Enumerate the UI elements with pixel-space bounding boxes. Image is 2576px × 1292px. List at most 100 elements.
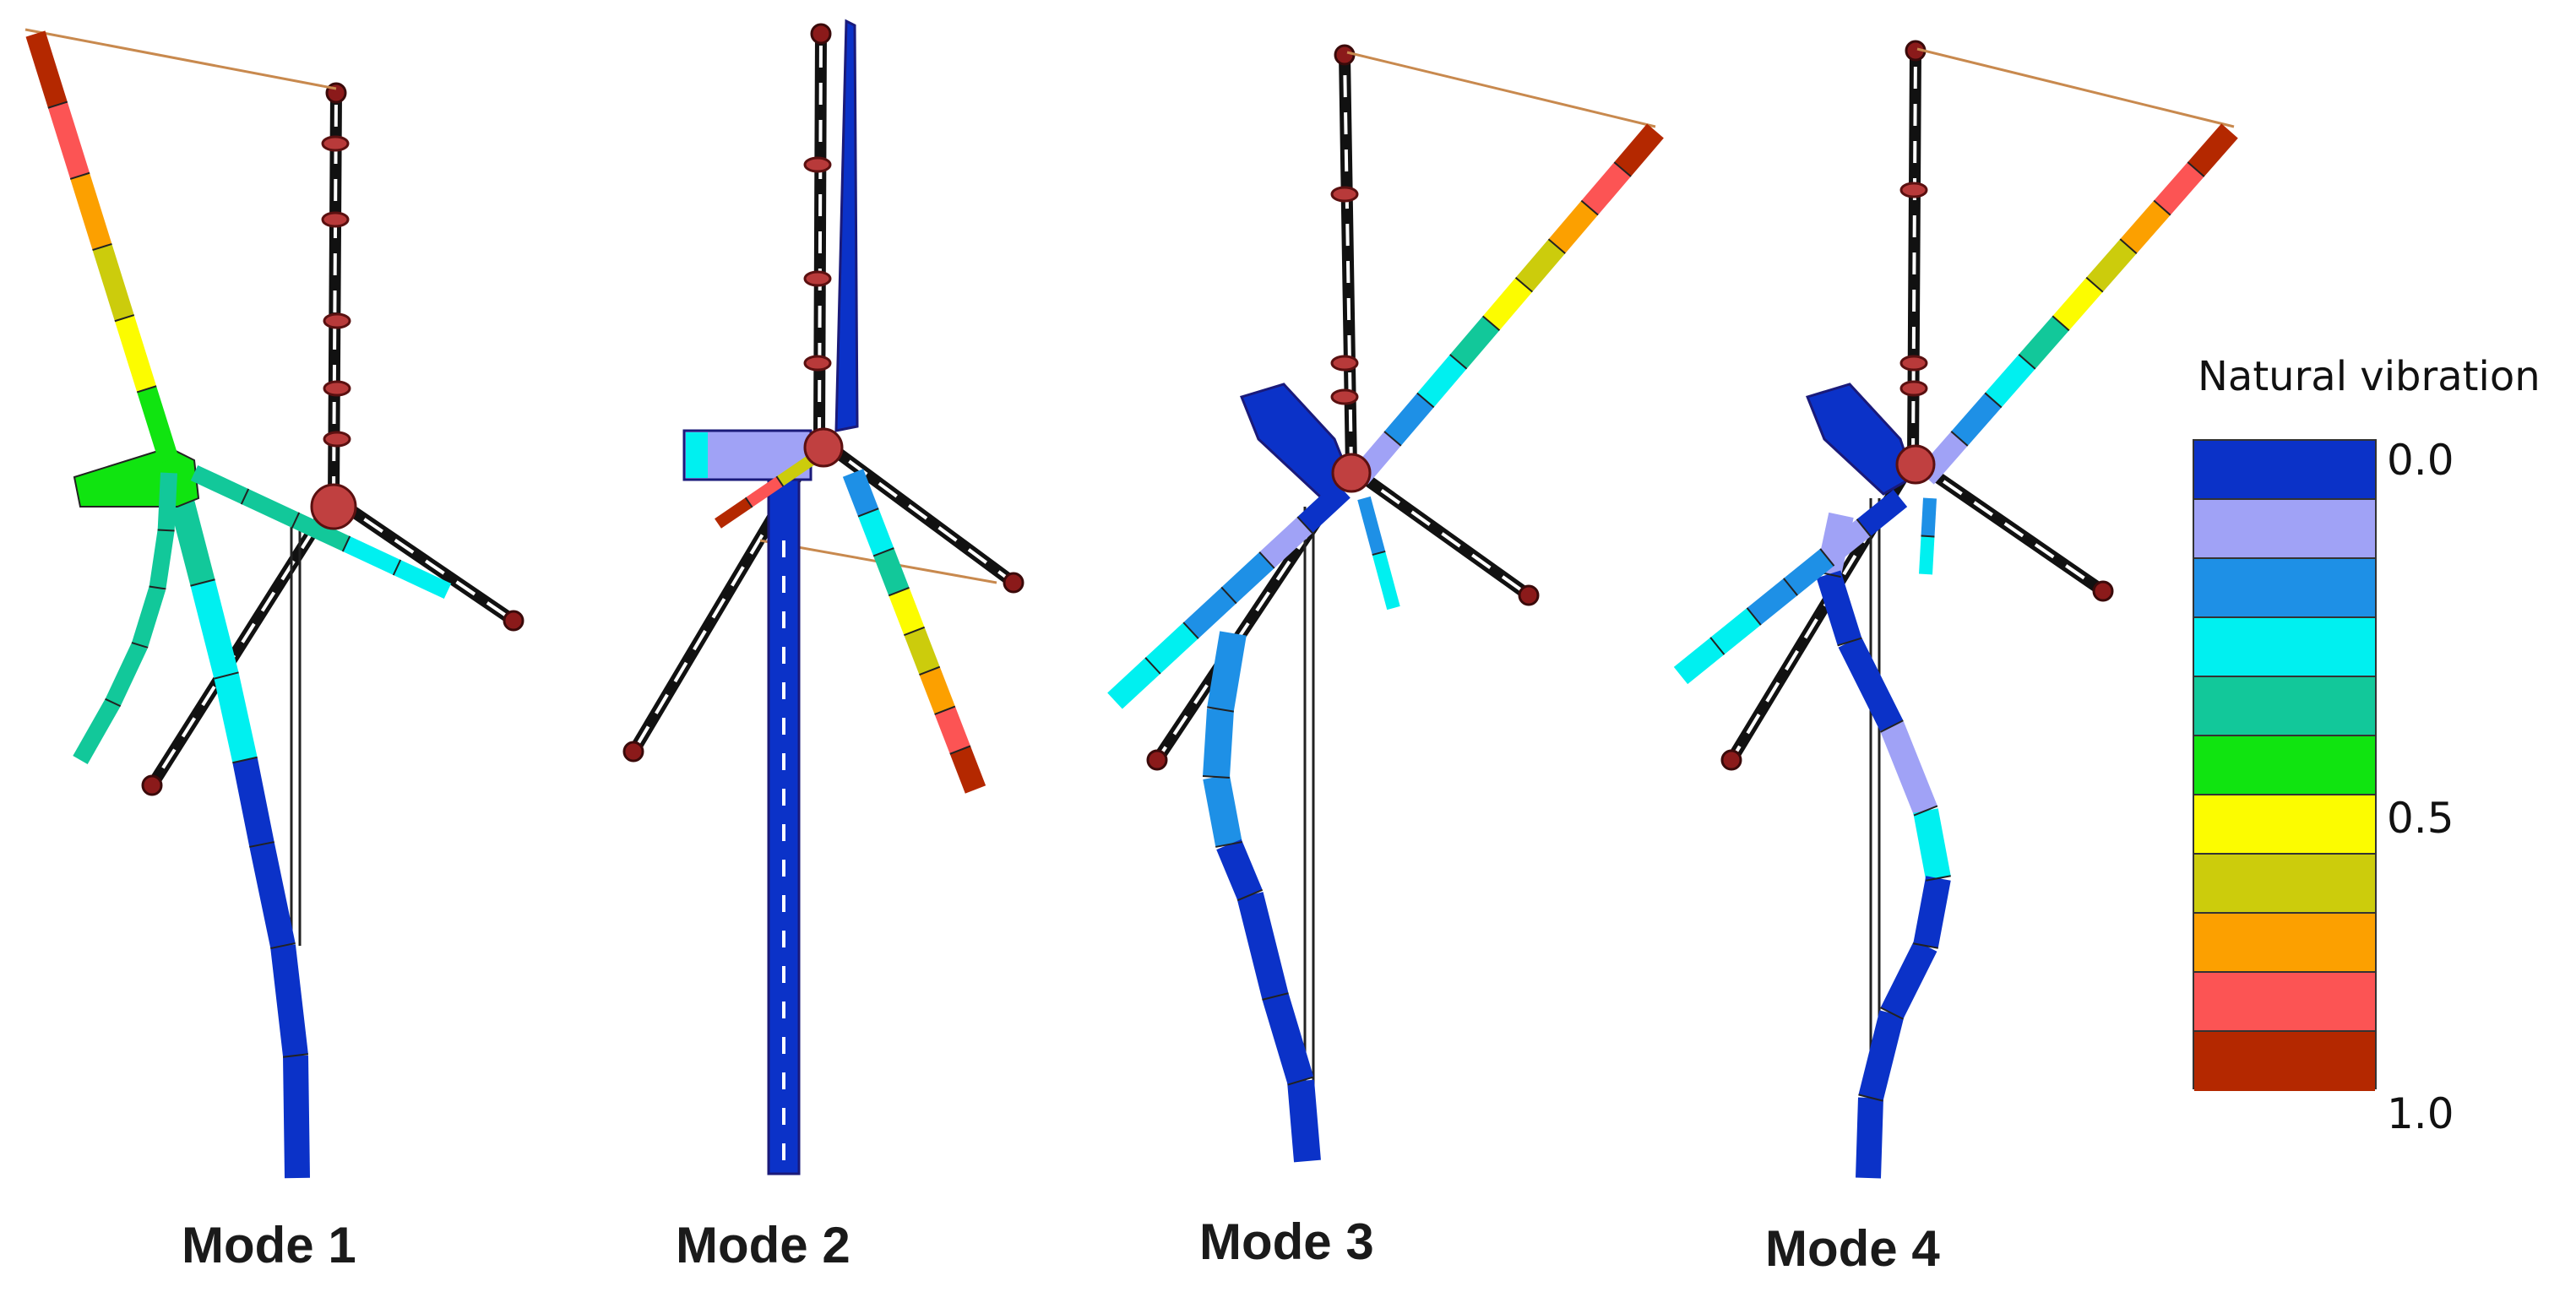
- mode-1-blade-up-segment: [137, 386, 179, 464]
- mode-2-blade-down-segment: [934, 706, 971, 754]
- mode-3-blade-left-joint: [1220, 586, 1237, 605]
- mode-2-blade-down-joint: [919, 665, 941, 676]
- mode-1-hub: [310, 483, 357, 530]
- legend-swatch-0: [2194, 441, 2375, 500]
- mode-4-blade-down-segment: [1921, 497, 1937, 537]
- mode-1-blade-down-joint: [149, 585, 166, 590]
- mode-3-cable: [1346, 51, 1656, 128]
- legend-swatch-10: [2194, 1032, 2375, 1091]
- mode-3-blade-down-segment: [1357, 496, 1386, 556]
- mode-1-blade-right-segment: [190, 464, 249, 505]
- mode-1-blade-down-segment: [157, 472, 177, 531]
- mode-3-blade-left-segment: [1145, 622, 1198, 674]
- mode-1-deformed-tower-segment: [249, 841, 296, 949]
- mode-2-reference-blade-right-tip: [1003, 572, 1024, 594]
- mode-1-blade-down-segment: [73, 698, 121, 764]
- mode-3-label: Mode 3: [1199, 1213, 1374, 1270]
- mode-3-deformed-tower-segment: [1203, 708, 1234, 778]
- mode-4-blade-up-segment: [2019, 316, 2069, 369]
- mode-2-blade-left-joint: [744, 497, 753, 508]
- mode-4-deformed-tower-segment: [1858, 1010, 1905, 1101]
- mode-4-blade-up-joint: [1950, 431, 1969, 447]
- legend-swatch-9: [2194, 973, 2375, 1032]
- mode-1-blade-up-joint: [69, 171, 90, 180]
- mode-2-blade-down-joint: [934, 705, 956, 715]
- mode-3-blade-up-segment: [1515, 239, 1566, 292]
- mode-4-blade-up-segment: [2154, 161, 2204, 215]
- mode-1-ring: [323, 431, 351, 448]
- mode-3-blade-left-joint: [1144, 657, 1161, 675]
- mode-1-blade-down-segment: [149, 529, 175, 589]
- mode-2-blade-down-segment: [904, 627, 940, 676]
- mode-4-blade-up-segment: [2052, 277, 2103, 331]
- mode-2-reference-blade-up-dash: [818, 33, 823, 440]
- mode-2-blade-left-segment: [776, 455, 814, 486]
- mode-1-deformed-tower-segment: [270, 944, 308, 1057]
- mode-2-ring: [803, 270, 832, 287]
- legend-tick-2: 1.0: [2387, 1089, 2454, 1138]
- mode-4-ring: [1899, 182, 1928, 198]
- mode-1-blade-up-joint: [47, 100, 68, 109]
- mode-1-blade-up-segment: [70, 172, 112, 251]
- mode-2-reference-blade-left-tip: [622, 741, 644, 763]
- mode-2-blade-up: [834, 19, 859, 432]
- mode-3-deformed-tower-segment: [1236, 892, 1289, 1000]
- legend-swatch-6: [2194, 795, 2375, 855]
- mode-4-blade-left-segment: [1783, 548, 1834, 596]
- mode-1-blade-right-segment: [393, 559, 452, 600]
- mode-3-ring: [1330, 355, 1359, 372]
- mode-2-blade-down-joint: [857, 508, 879, 518]
- mode-1-blade-down-joint: [131, 642, 149, 649]
- mode-4-blade-left-joint: [1819, 548, 1835, 567]
- mode-4-deformed-tower-segment: [1913, 876, 1951, 948]
- mode-2-blade-left-segment: [745, 476, 784, 508]
- mode-2-reference-blade-up-tip: [810, 23, 832, 45]
- mode-2-blade-down-joint: [949, 745, 971, 755]
- mode-4-ring: [1899, 355, 1928, 372]
- mode-3-blade-up-segment: [1384, 393, 1434, 446]
- mode-4-reference-blade-right-dash: [1911, 459, 2105, 593]
- mode-4-blade-left-segment: [1820, 518, 1871, 567]
- mode-2-label: Mode 2: [676, 1217, 851, 1273]
- mode-4-turbine: [1673, 40, 2238, 1179]
- mode-4-blade-up-segment: [2187, 123, 2238, 177]
- mode-4-reference-blade-right-tip: [2092, 580, 2114, 602]
- mode-3-deformed-tower-segment: [1287, 1079, 1321, 1163]
- mode-1-deformed-tower-joint: [232, 756, 258, 764]
- mode-3-deformed-tower-joint: [1262, 992, 1289, 1001]
- mode-2-blade-down-segment: [857, 508, 894, 556]
- mode-2-blade-down-segment: [949, 746, 986, 794]
- mode-1-blade-down-segment: [105, 641, 148, 707]
- mode-1-blade-right-segment: [291, 512, 351, 552]
- mode-1-turbine: [24, 28, 524, 1179]
- mode-2-blade-down-segment: [873, 548, 910, 596]
- mode-3-deformed-tower-segment: [1262, 992, 1314, 1085]
- mode-4-blade-up-joint: [2119, 238, 2138, 254]
- mode-4-label: Mode 4: [1765, 1220, 1940, 1277]
- mode-1-blade-down-joint: [105, 698, 122, 708]
- mode-3-blade-left-joint: [1182, 622, 1199, 639]
- mode-3-blade-left-segment: [1183, 587, 1236, 639]
- mode-3-deformed-tower-segment: [1216, 839, 1263, 901]
- mode-4-blade-left-joint: [1783, 578, 1798, 596]
- mode-4-blade-left-joint: [1746, 607, 1762, 626]
- legend-swatch-2: [2194, 559, 2375, 618]
- mode-3-deformed-tower-joint: [1236, 888, 1264, 902]
- legend-tick-0: 0.0: [2387, 436, 2454, 485]
- mode-4-deformed-tower-segment: [1856, 1097, 1883, 1179]
- mode-3-blade-left-segment: [1297, 481, 1350, 534]
- mode-4-deformed-tower-segment: [1913, 808, 1951, 881]
- mode-3-blade-up-joint: [1482, 315, 1501, 331]
- mode-3-blade-left-joint: [1296, 516, 1313, 534]
- mode-3-blade-left-segment: [1221, 551, 1274, 604]
- mode-3-ring: [1330, 388, 1359, 405]
- mode-4-deformed-tower-segment: [1838, 636, 1904, 732]
- mode-4-deformed-tower-joint: [1880, 1007, 1904, 1020]
- mode-4-blade-up-segment: [1951, 393, 2002, 447]
- mode-1-ring: [323, 312, 351, 329]
- mode-2-blade-down-joint: [904, 626, 925, 637]
- mode-1-blade-up-joint: [136, 385, 157, 394]
- mode-3-blade-up-joint: [1580, 199, 1599, 216]
- mode-4-deformed-tower-joint: [1837, 637, 1862, 647]
- mode-3-deformed-tower-joint: [1215, 841, 1242, 848]
